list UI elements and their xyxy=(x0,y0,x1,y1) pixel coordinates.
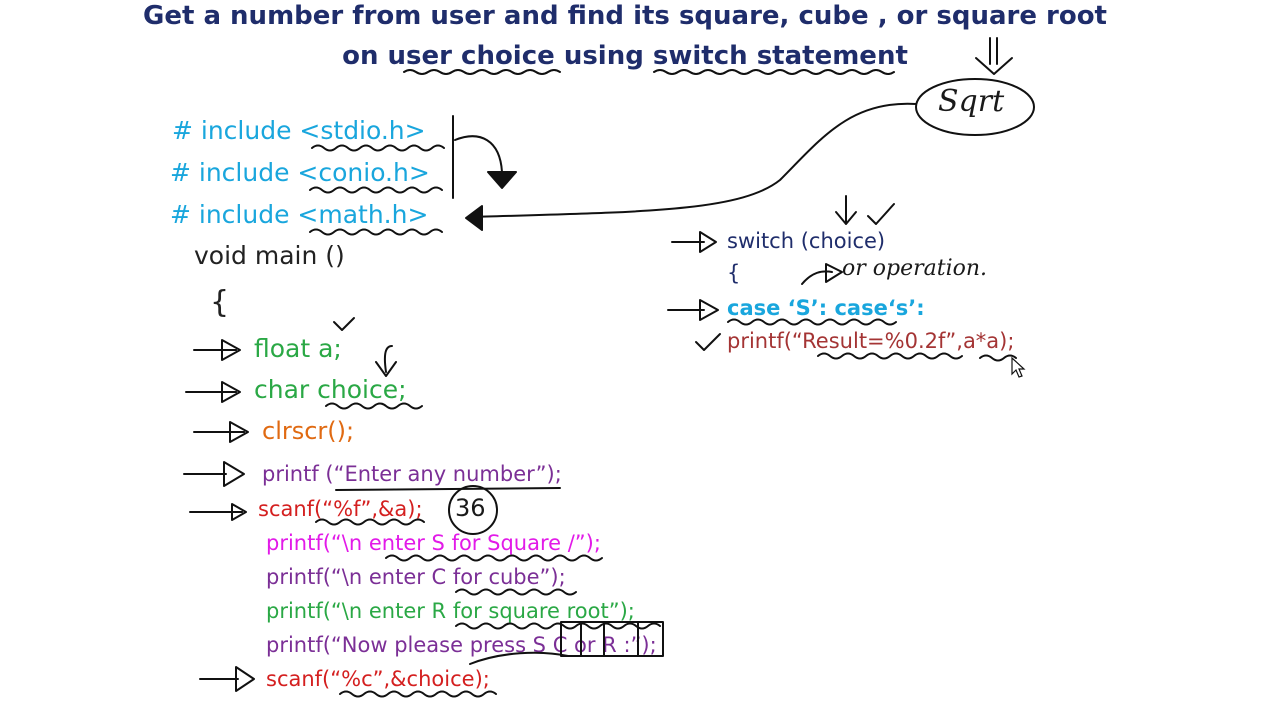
arrow-clrscr-icon xyxy=(193,421,249,443)
include-curve-mark xyxy=(454,135,503,173)
underline-conio xyxy=(309,186,443,194)
slide-title-line1: Get a number from user and find its squa… xyxy=(143,1,1107,31)
sqrt-curve-mark xyxy=(469,102,917,218)
code-switch-brace: { xyxy=(727,261,741,285)
underline-stdio xyxy=(311,144,445,152)
arrow-float-icon xyxy=(193,339,241,361)
down-arrow-small-icon xyxy=(375,345,397,377)
arrow-scanf-choice-icon xyxy=(199,666,255,692)
include-arrow-icon xyxy=(487,171,517,189)
sqrt-annotation: Sqrt xyxy=(938,84,1005,119)
operation-annotation: or operation. xyxy=(842,256,988,281)
code-printf-press: printf(“Now please press S C or R :”); xyxy=(266,633,657,657)
code-scanf-float: scanf(“%f”,&a); xyxy=(258,497,423,521)
code-include-conio: # include <conio.h> xyxy=(170,158,430,187)
code-scanf-choice: scanf(“%c”,&choice); xyxy=(266,667,490,691)
code-char-declaration: char choice; xyxy=(254,375,407,404)
arrow-operation-icon xyxy=(801,263,843,285)
arrow-printf-icon xyxy=(183,461,245,487)
slide-title-line2: on user choice using switch statement xyxy=(342,41,908,71)
input-value-annotation: 36 xyxy=(455,494,486,522)
arrow-case-icon xyxy=(667,299,719,321)
arrow-head-icon xyxy=(465,205,483,231)
code-printf-enter-number: printf (“Enter any number”); xyxy=(262,462,562,486)
arrow-char-icon xyxy=(185,381,241,403)
arrow-switch-icon xyxy=(671,231,717,253)
check-switch-icon xyxy=(867,203,895,225)
mouse-cursor-icon xyxy=(1011,356,1026,378)
arrow-scanf-icon xyxy=(189,503,247,521)
code-switch-choice: switch (choice) xyxy=(727,229,886,253)
code-case-s: case ‘S’: case‘s’: xyxy=(727,296,925,320)
underline-axa xyxy=(979,354,1017,362)
code-printf-cube: printf(“\n enter C for cube”); xyxy=(266,565,566,589)
code-clrscr: clrscr(); xyxy=(262,417,355,445)
code-float-declaration: float a; xyxy=(254,334,342,363)
code-printf-square-root: printf(“\n enter R for square root”); xyxy=(266,599,635,623)
arrow-switch-down-icon xyxy=(835,195,857,225)
code-include-math: # include <math.h> xyxy=(170,200,429,229)
code-printf-square: printf(“\n enter S for Square /”); xyxy=(266,531,601,555)
check-mark-icon xyxy=(333,317,355,331)
code-open-brace: { xyxy=(210,285,230,320)
code-printf-result: printf(“Result=%0.2f”,a*a); xyxy=(727,329,1015,353)
check-printf-icon xyxy=(695,333,721,351)
underline-math xyxy=(309,228,443,236)
code-include-stdio: # include <stdio.h> xyxy=(172,116,426,145)
code-void-main: void main () xyxy=(194,241,345,270)
